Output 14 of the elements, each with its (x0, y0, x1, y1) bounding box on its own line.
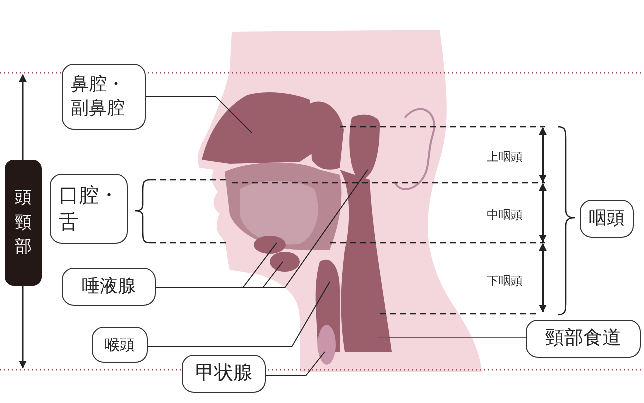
label-box: 咽頭 (580, 200, 634, 238)
label-box: 鼻腔・副鼻腔 (62, 64, 146, 130)
label-box: 口腔・舌 (50, 174, 128, 244)
region-label: 上咽頭 (487, 149, 523, 166)
label-box: 喉頭 (92, 327, 148, 363)
label-box: 頸部食道 (526, 320, 641, 358)
leader-line (146, 96, 252, 134)
leader-line (266, 352, 326, 376)
leader-line (148, 282, 330, 348)
label-box: 甲状腺 (182, 355, 266, 393)
label-box: 唾液腺 (62, 268, 156, 306)
vertical-label-bar: 頭頸部 (5, 160, 42, 286)
region-label: 中咽頭 (487, 207, 523, 224)
region-label: 下咽頭 (487, 273, 523, 290)
